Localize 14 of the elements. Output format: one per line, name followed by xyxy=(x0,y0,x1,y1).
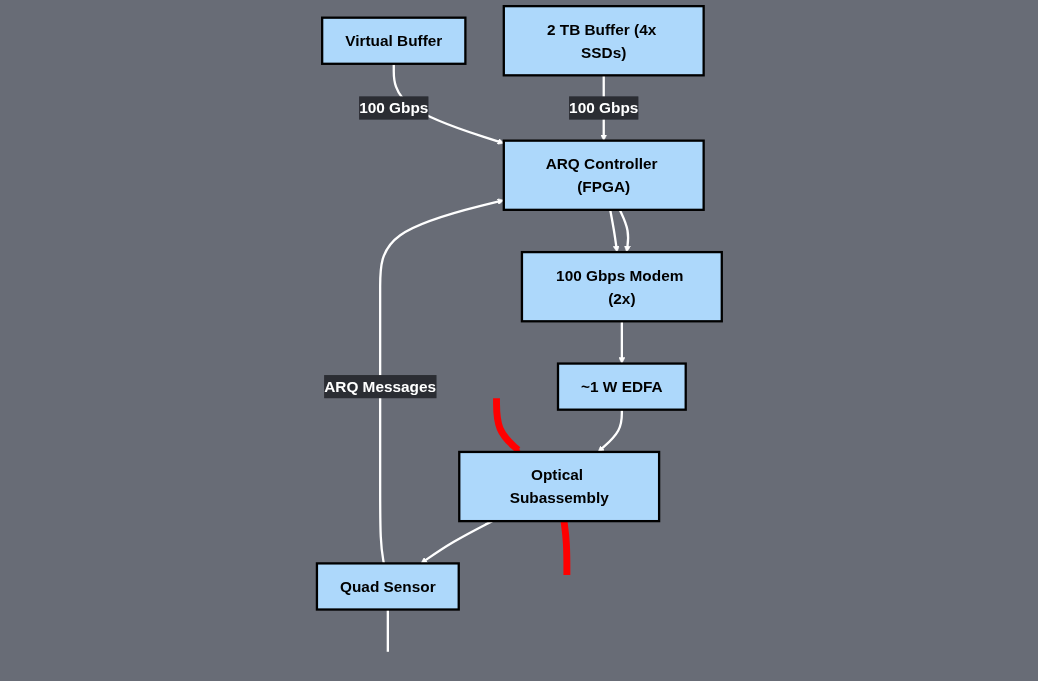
node-box: Virtual Buffer xyxy=(320,16,467,65)
node-box: 2 TB Buffer (4x SSDs) xyxy=(502,5,705,77)
node-box: 100 Gbps Modem (2x) xyxy=(520,250,723,323)
arrow xyxy=(608,209,620,253)
node-box: Quad Sensor xyxy=(315,562,460,611)
node-box: ~1 W EDFA xyxy=(556,362,687,411)
node-box: ARQ Controller (FPGA) xyxy=(502,139,705,211)
edge-label: 100 Gbps xyxy=(358,96,428,120)
edge-label: 100 Gbps xyxy=(568,96,638,120)
arrow xyxy=(378,198,504,564)
arrow xyxy=(618,209,631,253)
edge-label: ARQ Messages xyxy=(323,375,436,399)
arrow xyxy=(618,321,625,364)
node-box: Optical Subassembly xyxy=(457,450,660,523)
